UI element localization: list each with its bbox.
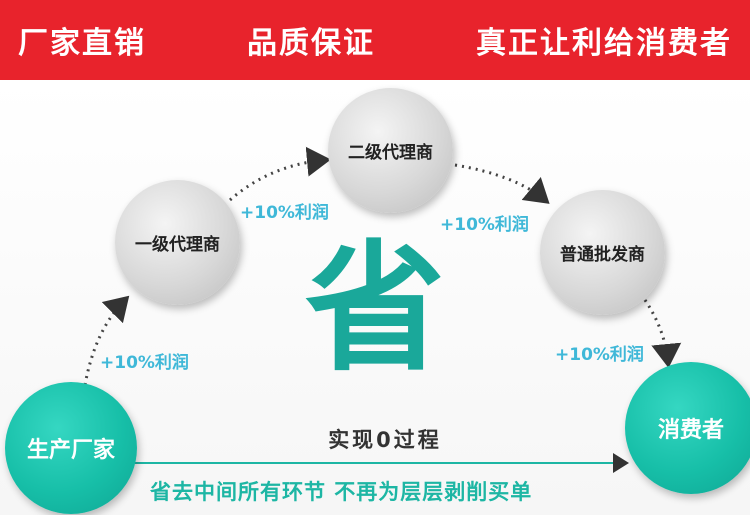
- node-consumer: 消费者: [625, 362, 750, 494]
- bottom-slogan: 省去中间所有环节 不再为层层剥削买单: [150, 480, 533, 504]
- node-first-agent: 一级代理商: [115, 180, 240, 305]
- save-character: 省: [304, 228, 445, 391]
- banner-text-direct-sale: 厂家直销: [18, 26, 146, 61]
- banner-text-give-profit: 真正让利给消费者: [476, 26, 732, 61]
- node-first-agent-label: 一级代理商: [135, 235, 220, 255]
- node-wholesaler: 普通批发商: [540, 190, 665, 315]
- node-manufacturer: 生产厂家: [5, 382, 137, 514]
- node-wholesaler-label: 普通批发商: [560, 245, 645, 265]
- markup-label-2: +10%利润: [240, 203, 329, 223]
- node-manufacturer-label: 生产厂家: [26, 438, 115, 463]
- banner-text-quality: 品质保证: [247, 26, 375, 61]
- node-consumer-label: 消费者: [657, 418, 724, 443]
- markup-label-4: +10%利润: [555, 345, 644, 365]
- arrow-wholesaler-to-consumer: [643, 299, 682, 368]
- top-banner: 厂家直销 品质保证 真正让利给消费者: [0, 0, 750, 80]
- node-second-agent: 二级代理商: [328, 88, 453, 213]
- arrow-first-to-second: [229, 146, 331, 202]
- markup-label-1: +10%利润: [100, 353, 189, 373]
- markup-label-3: +10%利润: [440, 215, 529, 235]
- node-second-agent-label: 二级代理商: [348, 143, 433, 163]
- arrow-second-to-wholesaler: [454, 163, 550, 204]
- process-text: 实现0过程: [328, 428, 442, 452]
